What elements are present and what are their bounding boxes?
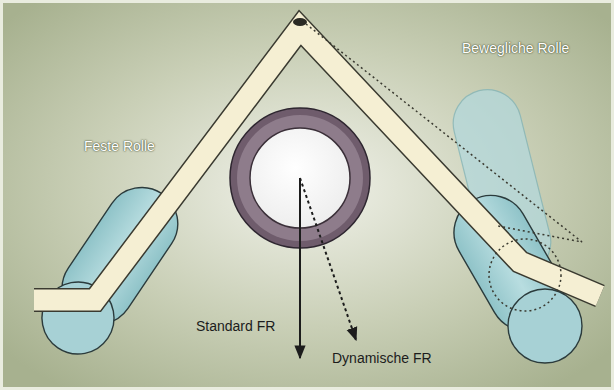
part-label: Bewegliche Rolle <box>462 40 569 56</box>
belt-outline <box>34 28 600 300</box>
belt-apex <box>293 18 307 26</box>
tension-roller-face <box>508 289 582 363</box>
dynamic-force-arrow <box>300 178 356 340</box>
force-label: Standard FR <box>196 318 275 334</box>
part-label: Feste Rolle <box>84 138 155 154</box>
standard-force-arrow <box>299 178 301 358</box>
movable-roller-dotted <box>489 239 561 311</box>
force-label: Dynamische FR <box>332 350 432 366</box>
belt <box>34 28 600 300</box>
